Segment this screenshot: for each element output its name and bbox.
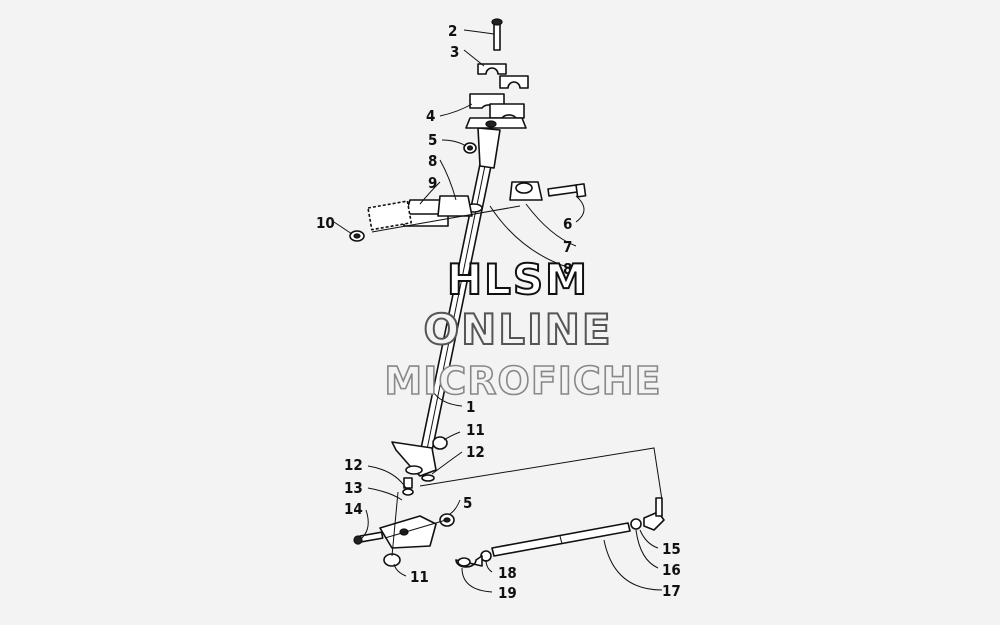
callout-11-upper: 11 — [466, 421, 485, 439]
callout-5-lower: 5 — [463, 494, 472, 512]
tie-rod-end — [643, 497, 665, 531]
callout-18: 18 — [498, 564, 517, 582]
callout-8-left: 8 — [428, 152, 437, 170]
washer — [402, 474, 435, 496]
bushing-lower — [403, 477, 413, 489]
watermark-line-3: MICROFICHE — [384, 359, 661, 403]
callout-3: 3 — [450, 43, 459, 61]
lock-nut — [463, 142, 477, 154]
callout-12-left: 12 — [344, 456, 363, 474]
cap-screw — [547, 183, 587, 198]
handlebar-block — [465, 93, 527, 129]
jam-nut — [630, 518, 642, 530]
callout-9: 9 — [428, 174, 437, 192]
callout-14: 14 — [344, 500, 363, 518]
callout-16: 16 — [662, 561, 681, 579]
watermark-line-2: ONLINE — [423, 305, 612, 354]
handlebar-clamp-cap — [477, 63, 529, 89]
bolt — [353, 531, 384, 545]
watermark-line-1: HLSM — [447, 255, 589, 304]
tie-rod-end-lh — [455, 555, 483, 568]
callout-1: 1 — [466, 398, 475, 416]
callout-19: 19 — [498, 584, 517, 602]
tie-rod — [491, 522, 631, 557]
bearing-housing — [403, 181, 543, 227]
callout-11-lower: 11 — [410, 568, 429, 586]
callout-7: 7 — [563, 238, 572, 256]
callout-4: 4 — [426, 107, 435, 125]
callout-5-upper: 5 — [428, 131, 437, 149]
flange-nut — [349, 230, 365, 242]
callout-8-right: 8 — [563, 260, 572, 278]
handlebar-bolt — [491, 18, 503, 51]
bracket — [379, 515, 437, 549]
callout-labels: 2 3 4 5 8 9 10 6 7 8 1 11 12 12 13 14 5 … — [316, 22, 681, 602]
nut — [432, 436, 448, 450]
callout-12-right: 12 — [466, 443, 485, 461]
watermark: HLSM ONLINE MICROFICHE — [384, 254, 662, 404]
callout-2: 2 — [448, 22, 457, 40]
callout-6: 6 — [563, 215, 572, 233]
callout-10: 10 — [316, 214, 335, 232]
leader-lines — [333, 29, 663, 593]
callout-13: 13 — [344, 479, 363, 497]
callout-15: 15 — [662, 540, 681, 558]
steering-post — [391, 127, 501, 477]
callout-17: 17 — [662, 582, 681, 600]
lock-nut — [439, 513, 455, 527]
bearing-stub — [367, 200, 413, 231]
